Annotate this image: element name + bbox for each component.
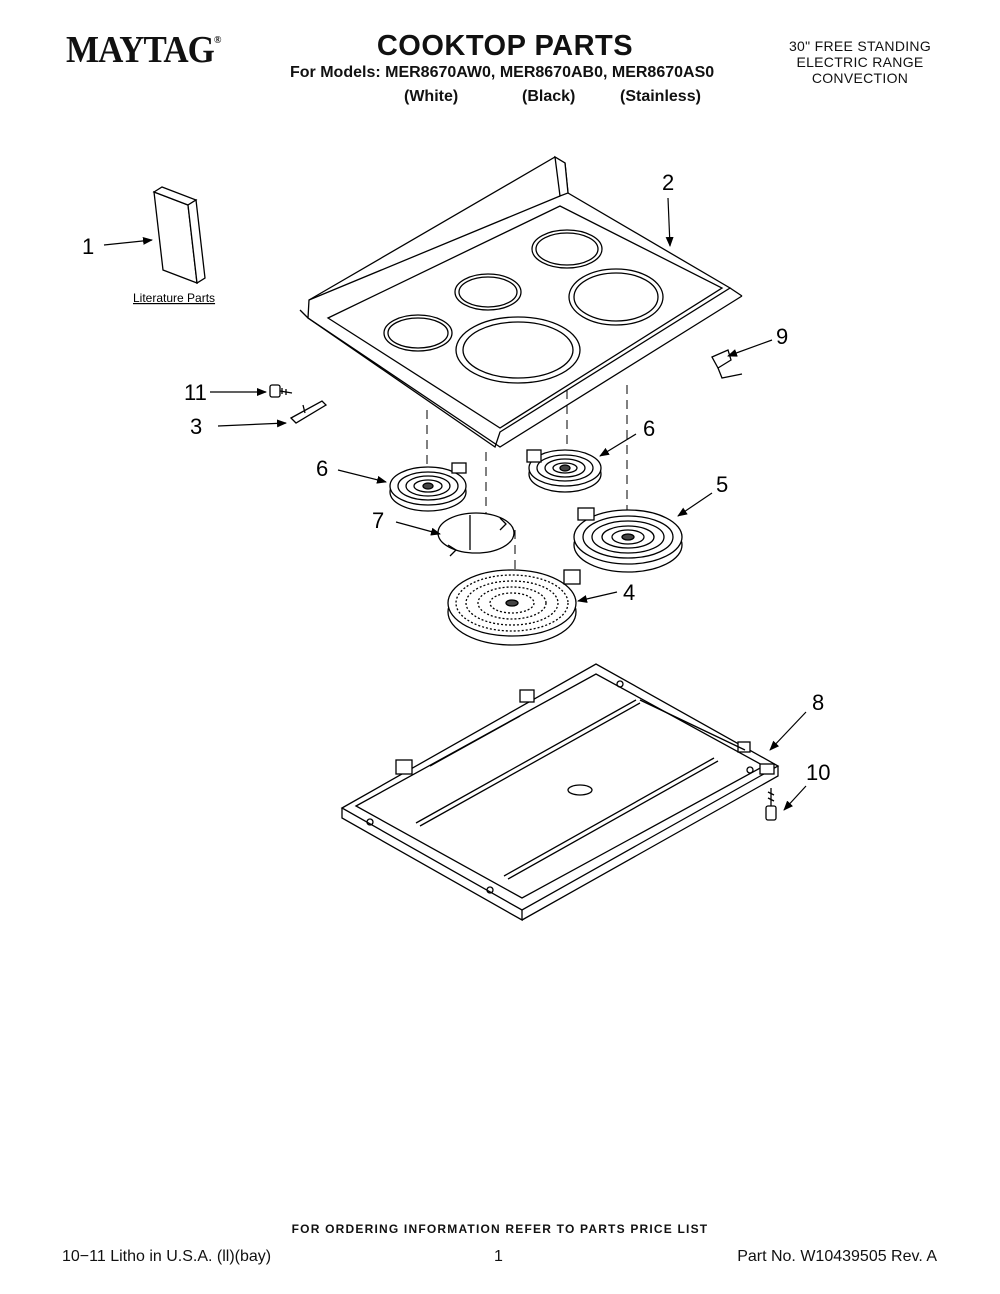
callout-6-right: 6 xyxy=(643,416,655,441)
model-list: For Models: MER8670AW0, MER8670AB0, MER8… xyxy=(290,64,715,81)
literature-parts-label: Literature Parts xyxy=(133,291,215,305)
page-number: 1 xyxy=(494,1248,503,1265)
callout-6-left: 6 xyxy=(316,456,328,481)
callout-4: 4 xyxy=(623,580,635,605)
page-title: COOKTOP PARTS xyxy=(376,30,634,62)
support-frame xyxy=(340,663,780,922)
callout-1: 1 xyxy=(82,234,94,259)
small-element-right xyxy=(526,449,602,493)
callout-11: 11 xyxy=(184,380,207,405)
callout-5: 5 xyxy=(716,472,728,497)
part-number: Part No. W10439505 Rev. A xyxy=(737,1248,937,1265)
product-description: 30" FREE STANDING ELECTRIC RANGE CONVECT… xyxy=(788,38,932,86)
callout-9: 9 xyxy=(776,324,788,349)
large-element xyxy=(447,569,581,646)
variant-black: (Black) xyxy=(522,88,576,105)
variant-stainless: (Stainless) xyxy=(620,88,701,105)
screw-10 xyxy=(765,788,777,821)
small-element-left xyxy=(389,462,467,512)
clip-9 xyxy=(711,349,743,379)
bracket-3 xyxy=(289,400,328,424)
literature-booklet xyxy=(152,186,206,285)
ordering-note: FOR ORDERING INFORMATION REFER TO PARTS … xyxy=(291,1222,709,1236)
medium-element xyxy=(573,507,683,573)
insulation-pad xyxy=(437,512,515,557)
brand-logo: MAYTAG® xyxy=(66,29,222,71)
callout-3: 3 xyxy=(190,414,202,439)
litho-info: 10−11 Litho in U.S.A. (ll)(bay) xyxy=(62,1248,272,1265)
variant-white: (White) xyxy=(404,88,459,105)
callout-10: 10 xyxy=(806,760,830,785)
cooktop-top xyxy=(299,155,743,449)
callout-2: 2 xyxy=(662,170,674,195)
screw-11 xyxy=(269,384,293,398)
callout-8: 8 xyxy=(812,690,824,715)
callout-7: 7 xyxy=(372,508,384,533)
